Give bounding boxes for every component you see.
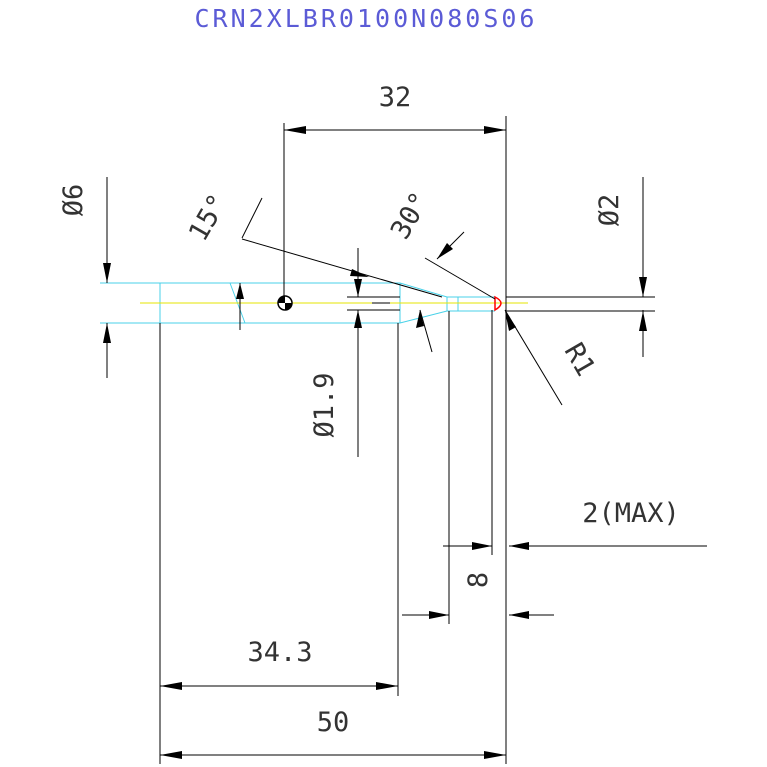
part-number-title: CRN2XLBR0100N080S06 [195,4,538,33]
dim-neck-taper-angle: 15° [183,189,234,247]
tool-outline [100,282,495,324]
dim-tip-angle: 30° [385,187,436,245]
dim-flute-length: 8 [463,572,494,588]
dim-max-tip-length: 2(MAX) [582,498,680,529]
dim-corner-radius: R1 [558,338,601,382]
dim-overall-neck-length: 32 [379,82,412,113]
dim-overall-length: 50 [317,707,350,738]
dim-shank-diameter: Ø6 [58,184,89,217]
dim-shank-length: 34.3 [247,637,312,668]
tip-radius-mark [494,295,502,312]
center-point-marker [277,295,293,311]
dim-neck-diameter: Ø1.9 [309,372,340,437]
dim-tip-diameter: Ø2 [594,194,625,227]
arrowheads [103,126,647,759]
